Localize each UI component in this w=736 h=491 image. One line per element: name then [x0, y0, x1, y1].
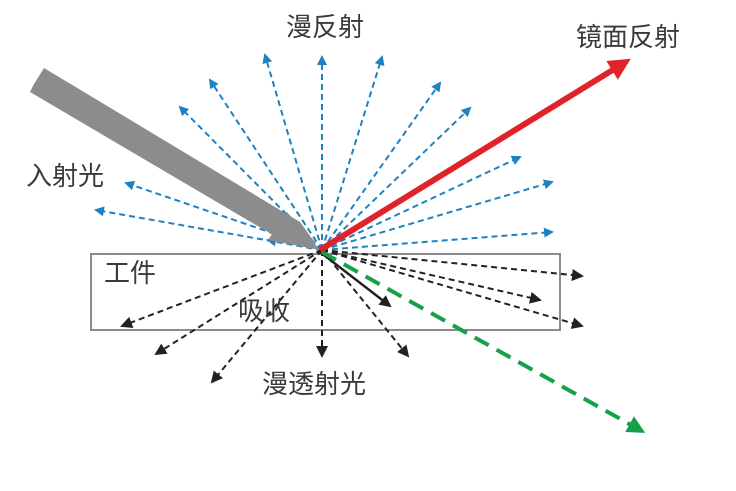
specular-reflection-label: 镜面反射 — [576, 23, 680, 53]
incident-beam-tip — [268, 212, 320, 250]
diffuse-transmission-arrow — [321, 249, 542, 304]
incident-light-label: 入射光 — [26, 162, 104, 192]
incident-beam — [30, 68, 316, 244]
absorption-label: 吸收 — [238, 297, 290, 327]
workpiece-box — [90, 253, 561, 331]
diffuse-transmission-arrow — [154, 249, 323, 356]
diffuse-reflection-arrow — [321, 227, 554, 251]
diffuse-transmission-arrow — [210, 249, 323, 384]
diffuse-reflection-arrow — [321, 179, 554, 251]
diffuse-reflection-arrow — [302, 240, 323, 251]
absorption-arrow — [319, 251, 392, 308]
diffuse-transmission-label: 漫透射光 — [262, 370, 366, 400]
diffuse-reflection-arrow — [321, 106, 472, 251]
diffuse-reflection-arrow — [321, 55, 385, 251]
diffuse-transmission-arrow — [120, 249, 323, 329]
workpiece-label: 工件 — [104, 259, 156, 289]
specular-reflection-arrow — [318, 58, 631, 253]
diffuse-transmission-arrows — [120, 249, 584, 384]
diffuse-reflection-arrows — [94, 53, 554, 251]
diffuse-reflection-arrow — [94, 206, 323, 251]
diffuse-reflection-arrow — [208, 78, 323, 251]
diffuse-reflection-arrow — [262, 53, 323, 251]
diffuse-reflection-label: 漫反射 — [286, 13, 364, 43]
diffuse-reflection-arrow — [321, 155, 522, 251]
diffuse-transmission-arrow — [321, 249, 584, 281]
diffuse-transmission-arrow — [321, 249, 584, 329]
diffuse-transmission-arrow — [321, 249, 410, 358]
diffuse-reflection-arrow — [321, 81, 442, 251]
refracted-arrow — [321, 250, 646, 433]
